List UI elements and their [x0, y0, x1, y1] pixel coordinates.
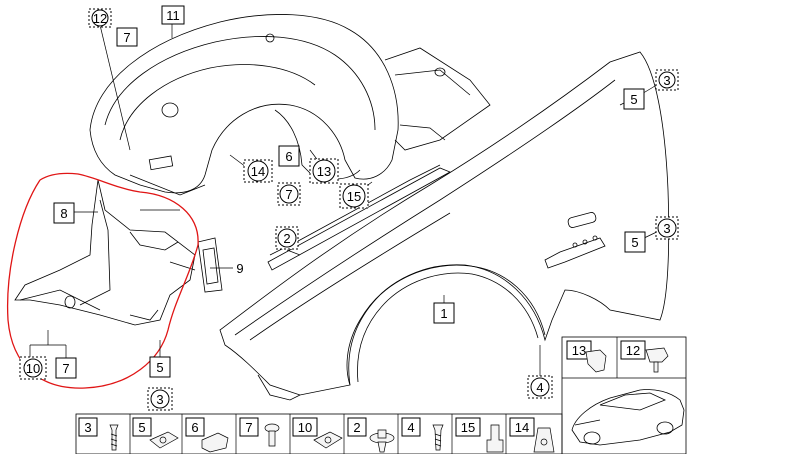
- callout-4: 4: [527, 375, 553, 399]
- hardware-item-4: 4: [401, 417, 444, 451]
- hardware-label: 10: [298, 420, 312, 435]
- car-silhouette-icon: [571, 389, 685, 446]
- callout-6a: 6: [278, 145, 300, 167]
- callout-7a: 7: [116, 27, 138, 47]
- callout-label: 13: [317, 164, 331, 179]
- callout-label: 6: [285, 149, 292, 164]
- hardware-label: 2: [353, 420, 360, 435]
- callout-3b: 3: [655, 216, 679, 240]
- red-highlight-circle: [6, 172, 199, 389]
- callout-5b: 5: [624, 231, 646, 253]
- callout-label: 7: [285, 187, 292, 202]
- callout-5c: 5: [149, 356, 171, 378]
- hardware-label: 3: [84, 420, 91, 435]
- hardware-label: 4: [407, 420, 414, 435]
- callout-8: 8: [53, 202, 75, 224]
- hardware-label: 15: [461, 420, 475, 435]
- clip-bracket: [197, 237, 223, 293]
- splash-guard: [14, 179, 196, 326]
- callout-2a: 2: [275, 226, 299, 250]
- callout-9: 9: [236, 261, 243, 276]
- hardware-item-7: 7: [239, 417, 280, 447]
- callout-3a: 3: [655, 69, 679, 91]
- callout-14a: 14: [243, 159, 273, 183]
- clip-12-icon: [645, 347, 669, 363]
- legend-right: 13 12: [561, 336, 687, 454]
- hardware-label: 7: [245, 420, 252, 435]
- clip-13-icon: [585, 349, 607, 373]
- callout-label: 4: [536, 380, 543, 395]
- callout-label: 3: [156, 392, 163, 407]
- callout-label: 10: [26, 361, 40, 376]
- callout-label: 12: [93, 11, 107, 26]
- screw-icon: [109, 424, 119, 451]
- callout-label: 14: [251, 164, 265, 179]
- hardware-item-2: 2: [347, 417, 395, 453]
- legend-label: 12: [626, 343, 640, 358]
- callout-label: 2: [283, 231, 290, 246]
- callout-label: 11: [166, 8, 180, 23]
- callout-label: 7: [123, 30, 130, 45]
- legend-item-13: 13: [566, 340, 607, 373]
- legend-label: 13: [572, 343, 586, 358]
- hardware-label: 6: [191, 420, 198, 435]
- legend-item-12: 12: [620, 340, 669, 373]
- callout-7b: 7: [277, 182, 301, 206]
- callout-12a: 12: [88, 8, 112, 28]
- callout-10a: 10: [19, 356, 47, 380]
- bracket-clip-icon: [201, 432, 229, 453]
- callout-label: 3: [663, 73, 670, 88]
- callout-label: 5: [156, 360, 163, 375]
- wheel-arch-liner: [89, 14, 399, 196]
- callout-label: 1: [440, 306, 447, 321]
- callout-13a: 13: [309, 158, 339, 184]
- push-pin-icon: [486, 424, 504, 453]
- callout-label: 9: [236, 261, 243, 276]
- callout-1: 1: [433, 302, 455, 324]
- callout-label: 8: [60, 206, 67, 221]
- self-tapping-screw-icon: [432, 424, 444, 451]
- hardware-label: 14: [515, 420, 529, 435]
- callout-label: 5: [630, 92, 637, 107]
- hardware-label: 5: [138, 420, 145, 435]
- hardware-item-3: 3: [78, 417, 119, 451]
- callout-label: 7: [62, 361, 69, 376]
- underbody-panel: [384, 47, 491, 151]
- callout-7c: 7: [55, 357, 77, 379]
- hardware-item-15: 15: [455, 417, 504, 453]
- hardware-item-10: 10: [292, 417, 343, 449]
- hardware-item-5: 5: [132, 417, 179, 449]
- callout-15a: 15: [339, 183, 369, 209]
- callout-label: 5: [631, 235, 638, 250]
- hardware-row: 3 5 6 7 10 2: [75, 413, 563, 454]
- front-fender: [219, 51, 670, 401]
- callout-5a: 5: [623, 88, 645, 110]
- hardware-item-6: 6: [185, 417, 229, 453]
- fender-trim-strip: [267, 167, 451, 271]
- hardware-item-14: 14: [509, 417, 555, 453]
- callout-label: 3: [663, 221, 670, 236]
- callout-11: 11: [161, 5, 185, 25]
- callout-label: 15: [347, 189, 361, 204]
- callout-3c: 3: [147, 387, 173, 411]
